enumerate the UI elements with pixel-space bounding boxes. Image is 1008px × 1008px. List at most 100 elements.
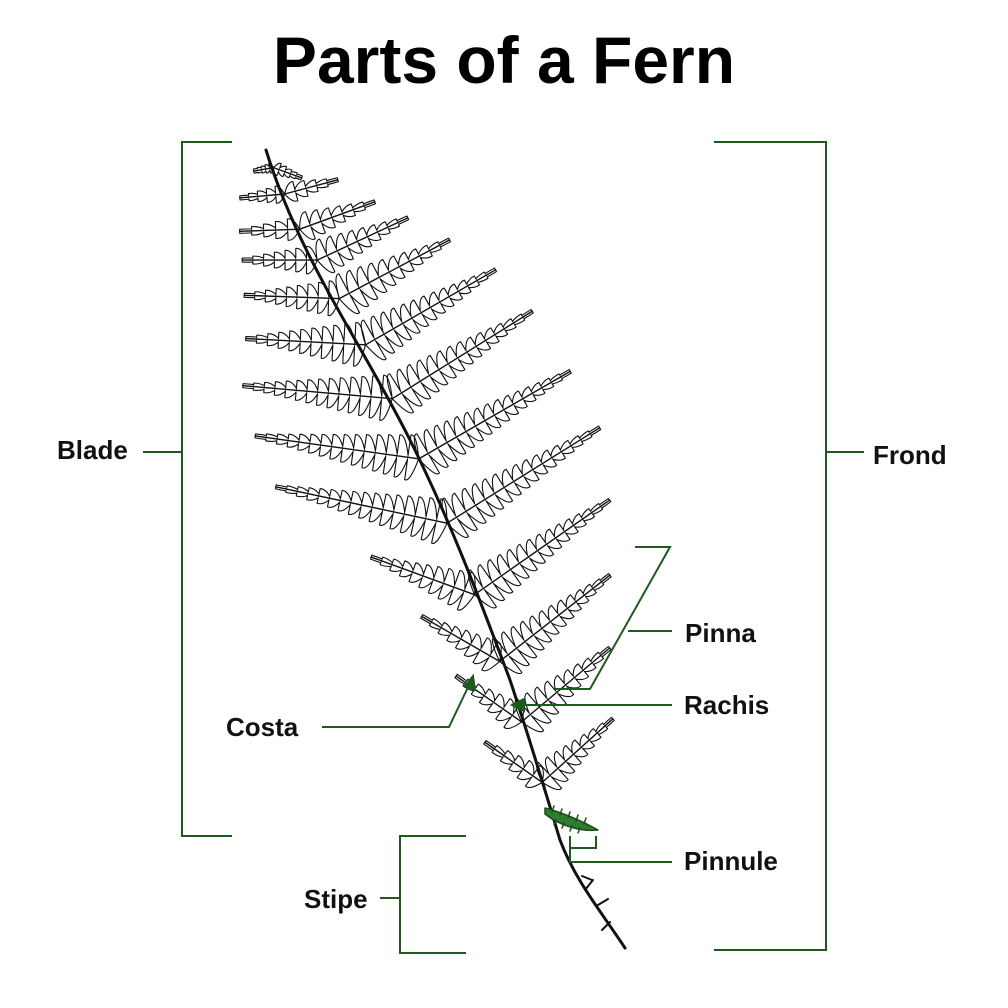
- pinna-9-vein: [406, 255, 413, 268]
- pinna-16-vein: [340, 438, 345, 458]
- pinna-21-costa: [498, 574, 611, 663]
- pinna-16-vein: [362, 439, 367, 464]
- pinna-23-vein: [530, 696, 549, 718]
- pinna-15-vein: [479, 411, 491, 430]
- pinna-13-vein: [392, 378, 411, 408]
- pinna-14-vein: [305, 383, 308, 400]
- pinna-13-vein: [511, 320, 516, 326]
- pinna-1-lower-edge: [272, 162, 303, 179]
- pinna-11-vein: [485, 273, 488, 277]
- pinna-12-vein: [331, 330, 334, 356]
- pinna-21-vein: [535, 619, 550, 638]
- pinna-9-vein: [427, 247, 432, 254]
- pinna-16-lower-edge: [254, 435, 420, 481]
- pinna-6-upper-edge: [239, 218, 301, 232]
- callout-lines: [143, 141, 864, 954]
- pinna-25-vein: [559, 754, 573, 769]
- pinna-7-lower-edge: [315, 215, 409, 261]
- pinna-24-lower-edge: [454, 675, 523, 730]
- pinna-10-vein: [317, 286, 319, 309]
- pinna-15-vein: [469, 416, 482, 436]
- pinna-16-vein: [383, 439, 389, 469]
- pinna-11-vein: [475, 277, 479, 284]
- pinna-19-vein: [570, 521, 577, 530]
- pinna-17-vein: [447, 502, 466, 532]
- pinna-5-upper-edge: [299, 201, 377, 240]
- pinna-17-vein: [487, 482, 502, 505]
- pinna-20-lower-edge: [369, 556, 476, 611]
- pinna-17-upper-edge: [446, 427, 602, 538]
- pinna-10-vein: [306, 288, 309, 307]
- pinna-18-vein: [401, 500, 408, 528]
- pinna-15-vein: [539, 384, 544, 391]
- pinna-19-vein: [541, 537, 552, 552]
- pinna-25-vein: [550, 760, 566, 777]
- pinna-7-vein: [332, 240, 343, 262]
- frond-bracket: [714, 141, 827, 951]
- pinna-18-vein: [380, 498, 386, 521]
- pinna-16-vein: [394, 440, 400, 472]
- pinna-7-costa: [316, 217, 409, 261]
- pinna-13-upper-edge: [391, 310, 534, 414]
- pinna-22-vein: [430, 620, 433, 624]
- pinna-1-costa: [272, 166, 303, 179]
- pinna-15-vein: [529, 389, 535, 398]
- pinna-17-vein: [579, 437, 583, 442]
- pinna-12-vein: [310, 332, 312, 352]
- pinna-5-vein: [340, 208, 345, 219]
- pinna-11-vein: [465, 282, 470, 290]
- pinna-19-costa: [473, 499, 611, 596]
- pinnule-leader: [569, 848, 672, 863]
- pinna-24-vein: [506, 706, 519, 724]
- pinna-19-upper-edge: [473, 499, 612, 609]
- pinna-19-vein: [522, 547, 535, 566]
- pinna-15-vein: [419, 438, 437, 469]
- pinna-17-vein: [528, 462, 538, 477]
- pinna-22-vein: [448, 628, 454, 638]
- pinna-16-costa: [254, 435, 420, 460]
- pinna-23-vein: [599, 653, 603, 657]
- pinna-2-costa: [253, 166, 275, 172]
- pinna-16-vein: [319, 437, 322, 453]
- pinna-10-upper-edge: [243, 280, 340, 300]
- pinna-21-upper-edge: [499, 574, 612, 675]
- label-pinnule: Pinnule: [684, 846, 778, 876]
- highlighted-pinnule-teeth: [551, 805, 587, 834]
- pinna-18-vein: [327, 492, 331, 504]
- pinna-11-vein: [445, 290, 453, 303]
- pinna-25-costa: [541, 718, 614, 784]
- pinna-7-vein: [353, 233, 362, 249]
- pinna-16-vein: [330, 438, 334, 456]
- pinna-22-vein: [457, 632, 465, 645]
- label-pinna: Pinna: [685, 618, 756, 648]
- pinna-19-vein: [483, 569, 502, 595]
- pinna-18-vein: [411, 502, 419, 531]
- pinna-9-vein: [416, 251, 423, 261]
- pinna-21-lower-edge: [491, 573, 611, 662]
- pinna-1-vein: [289, 171, 292, 176]
- pinna-12-costa: [245, 337, 367, 346]
- pinna-19-vein: [531, 542, 544, 559]
- pinna-12-vein: [342, 329, 345, 359]
- costa-leader: [322, 682, 471, 728]
- pinna-17-vein: [589, 432, 592, 436]
- pinna-18-vein: [306, 490, 309, 498]
- pinna-23-vein: [579, 666, 587, 675]
- pinna-15-vein: [439, 429, 455, 456]
- pinna-15-vein: [499, 402, 509, 417]
- pinna-22-vein: [474, 641, 486, 659]
- rachis-stem: [264, 148, 627, 950]
- pinna-11-vein: [376, 320, 393, 348]
- pinna-18-vein: [296, 488, 299, 494]
- pinna-3-lower-edge: [284, 177, 339, 195]
- pinna-25-vein: [603, 724, 607, 728]
- pinna-3-vein: [293, 184, 298, 198]
- label-rachis: Rachis: [684, 690, 770, 720]
- pinna-16-vein: [372, 439, 378, 466]
- pinna-7-upper-edge: [316, 217, 410, 274]
- pinna-23-lower-edge: [514, 645, 611, 723]
- pinna-17-vein: [467, 492, 484, 518]
- pinna-20-vein: [409, 565, 415, 579]
- pinna-24-vein: [464, 680, 467, 685]
- pinna-26-vein: [501, 752, 507, 759]
